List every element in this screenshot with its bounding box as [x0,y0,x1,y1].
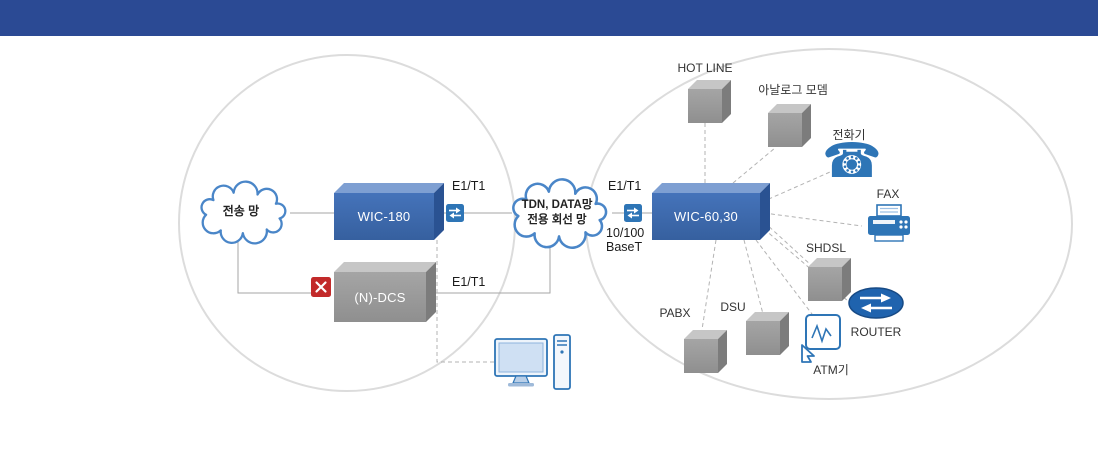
transmission-network-label: 전송 망 [222,204,260,219]
cloud-label-line2: 전용 회선 망 [527,214,587,226]
router-label: ROUTER [850,325,902,339]
shdsl-device-icon [808,258,851,301]
mux-icon [311,277,331,302]
ethernet-switch-icon [446,204,464,227]
analog-modem-device-icon [768,104,811,147]
leased-line-network-cloud: TDN, DATA망 전용 회선 망 [496,175,618,251]
atm-icon [798,314,842,369]
router-icon [848,286,904,325]
wic-6030-box: WIC-60,30 [652,183,770,240]
header-bar [0,0,1098,36]
shdsl-label: SHDSL [805,241,846,255]
baset-line1: 10/100 [606,226,645,240]
phone-label: 전화기 [832,128,866,142]
dsu-label: DSU [720,300,746,314]
transmission-network-cloud: 전송 망 [185,178,297,246]
pabx-device-icon [684,330,727,373]
pabx-label: PABX [659,306,691,320]
wic-180-label: WIC-180 [357,209,411,224]
wic-6030-label: WIC-60,30 [674,209,738,224]
cloud-label-line1: TDN, DATA망 [521,199,593,212]
e1t1-label-right: E1/T1 [608,179,642,193]
analog-modem-label: 아날로그 모뎀 [758,83,828,97]
wic-180-box: WIC-180 [334,183,444,240]
ndcs-label: (N)-DCS [354,289,406,305]
ethernet-switch-icon [624,204,642,227]
dsu-device-icon [746,312,789,355]
hotline-device-icon [688,80,731,123]
phone-icon: ☎ [822,135,882,188]
ndcs-box: (N)-DCS [334,262,436,322]
desktop-computer-icon [494,334,572,397]
baset-label: 10/100 BaseT [606,226,644,254]
e1t1-label-left-top: E1/T1 [452,179,486,193]
leased-line-network-label: TDN, DATA망 전용 회선 망 [496,175,618,251]
e1t1-label-left-bottom: E1/T1 [452,275,486,289]
baset-line2: BaseT [606,240,643,254]
fax-label: FAX [876,187,900,201]
hotline-label: HOT LINE [677,61,733,75]
atm-label: ATM기 [813,363,849,377]
fax-icon [866,204,912,251]
